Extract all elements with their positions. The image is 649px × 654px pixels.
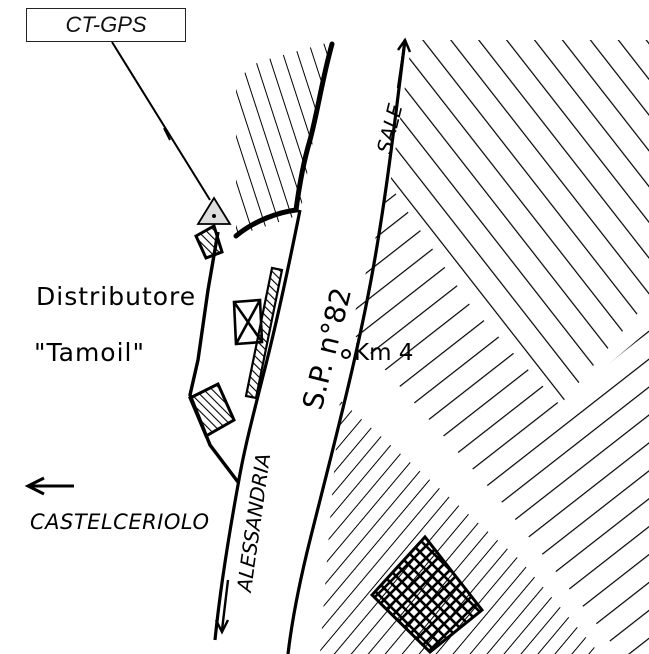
station-name-text: Distributore (36, 282, 197, 311)
station-entrance-block (194, 223, 224, 260)
field-right-upper (390, 40, 649, 405)
arrow-south (214, 579, 230, 635)
road-edge-right (286, 39, 407, 654)
gps-marker-dot (212, 214, 216, 218)
pointer-line (111, 41, 211, 201)
arrow-north (396, 37, 412, 89)
direction-west-text: CASTELCERIOLO (30, 510, 210, 534)
gps-marker-icon (196, 196, 232, 225)
shop-block (188, 381, 236, 439)
field-top-left (236, 42, 330, 236)
marker-label-box: CT-GPS (26, 8, 186, 42)
station-brand-text: "Tamoil" (34, 338, 145, 367)
building-bottom-right (369, 534, 485, 654)
station-boundary (188, 231, 240, 484)
field-right-middle (350, 185, 649, 654)
marker-label: CT-GPS (65, 12, 147, 37)
km-marker-text: Km 4 (354, 340, 414, 366)
km-marker-dot (341, 349, 351, 359)
pointer-tick (163, 127, 171, 141)
arrow-west (24, 476, 74, 496)
road-edge-left (213, 209, 302, 641)
pump-island (244, 266, 284, 400)
field-top-left-border (233, 41, 335, 239)
